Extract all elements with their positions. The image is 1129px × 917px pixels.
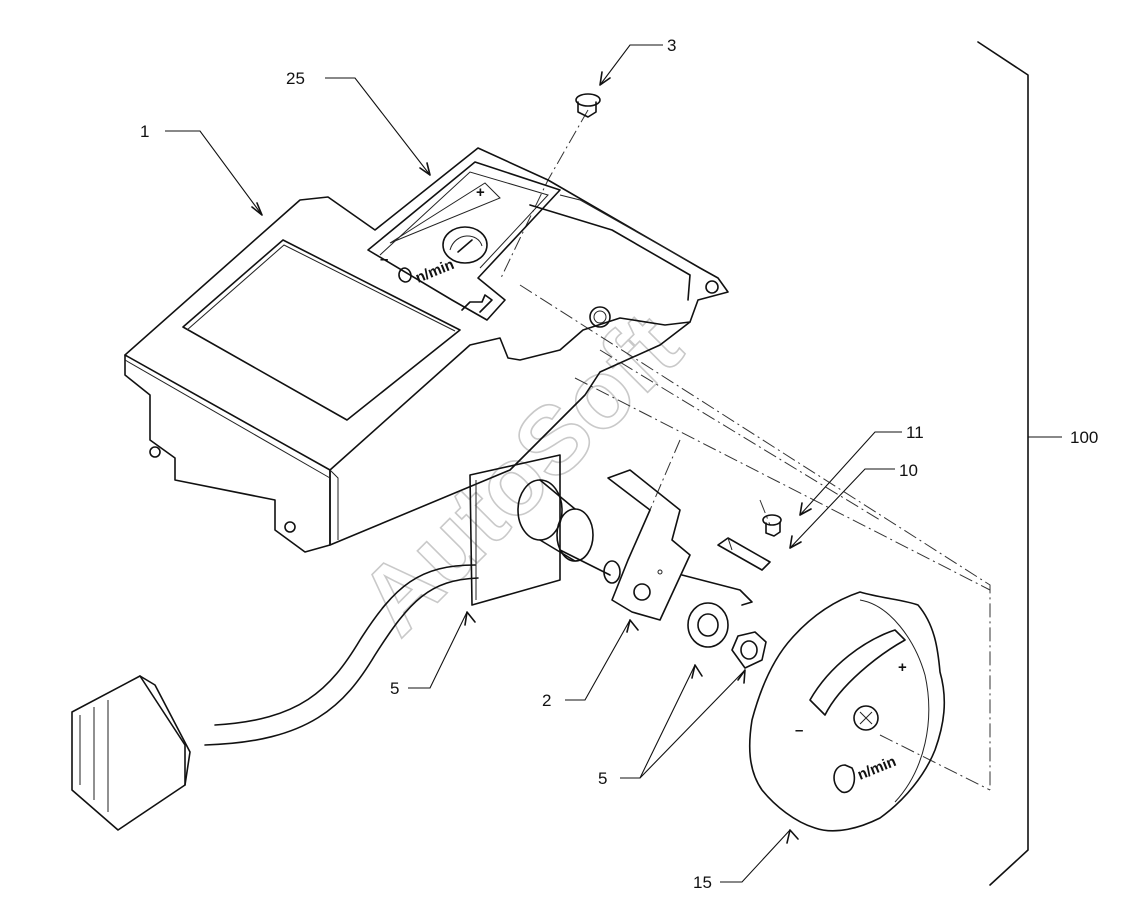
panel-plus-label: +: [476, 184, 485, 201]
callout-3: 3: [667, 36, 676, 55]
rivet-part-3: [575, 93, 601, 118]
callout-11: 11: [906, 423, 924, 442]
callout-25: 25: [286, 69, 305, 88]
bracket-part-2: [607, 469, 753, 621]
speed-knob-part-15: + – n/min: [748, 591, 946, 832]
callout-15: 15: [693, 873, 712, 892]
speed-dial-icon: [442, 226, 488, 264]
circuit-board-part-5: [469, 454, 561, 606]
watermark-text: AutoSoft: [339, 293, 701, 655]
knob-minus-label: –: [795, 722, 803, 739]
watermark: AutoSoft: [338, 292, 702, 656]
callout-5-board: 5: [390, 679, 399, 698]
wiring-harness: [71, 564, 479, 831]
panel-rpm-icon: [398, 267, 412, 283]
callout-1: 1: [140, 122, 149, 141]
callout-5-hardware: 5: [598, 769, 607, 788]
screw-part-11: [762, 514, 782, 537]
knob-rpm-icon: [833, 764, 856, 794]
panel-speed-label: n/min: [413, 256, 456, 287]
knob-speed-label: n/min: [855, 753, 898, 784]
callout-10: 10: [899, 461, 918, 480]
knob-plus-label: +: [898, 659, 907, 676]
callout-labels: 1 25 3 11 10 100 5 2 5 15: [140, 36, 1098, 892]
panel-tool-icon: [461, 294, 493, 313]
assembly-brace: [977, 41, 1062, 886]
hex-nut: [731, 631, 767, 669]
potentiometer: [517, 479, 621, 584]
housing-part-1: + – n/min: [124, 147, 729, 553]
knob-speed-arc: [809, 629, 906, 716]
washer: [687, 602, 729, 648]
panel-minus-label: –: [380, 251, 388, 268]
callout-2: 2: [542, 691, 551, 710]
clip-part-10: [717, 537, 771, 571]
leader-lines: [165, 44, 902, 883]
callout-100: 100: [1070, 428, 1098, 447]
